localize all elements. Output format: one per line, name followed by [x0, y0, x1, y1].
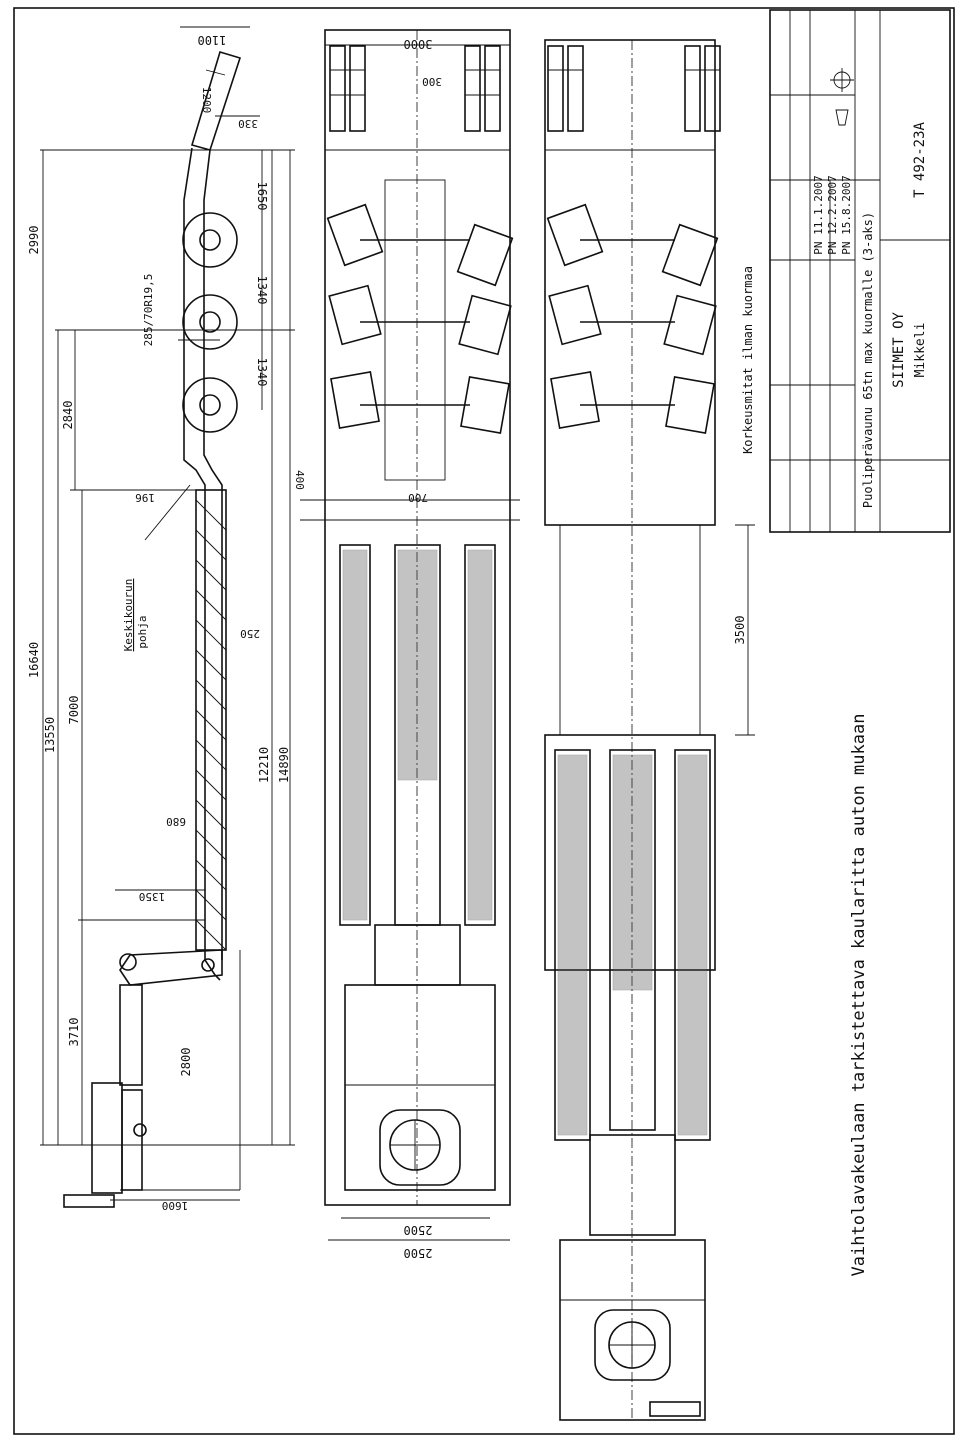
dim-250: 250 [240, 627, 260, 640]
company-city: Mikkeli [913, 323, 928, 378]
tire-size: 285/70R19,5 [142, 274, 155, 347]
title-block [769, 9, 951, 533]
dim-2800: 2800 [179, 1048, 193, 1077]
dim-7000: 7000 [67, 696, 81, 725]
side-view [40, 26, 295, 1208]
date-2: PN 12.2.2007 [826, 175, 839, 254]
dim-13550: 13550 [43, 717, 57, 753]
dim-1340-a: 1340 [255, 276, 269, 305]
dim-3000: 3000 [404, 37, 433, 51]
dim-1650: 1650 [255, 182, 269, 211]
plan-view-1 [300, 29, 520, 1241]
description: Puoliperävaunu 65tn max kuormalle (3-aks… [861, 212, 875, 508]
plan-view-2 [544, 39, 755, 1421]
dim-12210: 12210 [257, 747, 271, 783]
dim-300: 300 [422, 75, 442, 88]
dim-2990: 2990 [27, 226, 41, 255]
dim-3710: 3710 [67, 1018, 81, 1047]
sheet-border [13, 7, 955, 1435]
dim-196: 196 [135, 491, 155, 504]
dim-400: 400 [293, 470, 306, 490]
dim-680: 680 [166, 815, 186, 828]
pohja-label: pohja [136, 615, 149, 648]
keskikourun-label: Keskikourun [122, 579, 135, 652]
company-name: SIIMET OY [891, 312, 907, 388]
date-1: PN 11.1.2007 [812, 175, 825, 254]
dim-1200: 1200 [200, 87, 213, 114]
dim-1340-b: 1340 [255, 358, 269, 387]
dim-16640: 16640 [27, 642, 41, 678]
dim-2500-b: 2500 [404, 1246, 433, 1260]
dim-1350: 1350 [139, 890, 166, 903]
dim-1600: 1600 [162, 1199, 189, 1212]
dim-2500-a: 2500 [404, 1223, 433, 1237]
dim-330: 330 [238, 117, 258, 130]
height-note: Korkeusmitat ilman kuormaa [741, 266, 755, 454]
date-3: PN 15.8.2007 [840, 175, 853, 254]
dim-1100: 1100 [198, 33, 227, 47]
dim-700: 700 [408, 491, 428, 504]
drawing-number: T 492-23A [912, 122, 928, 198]
dim-14890: 14890 [277, 747, 291, 783]
dim-2840: 2840 [61, 401, 75, 430]
dim-3500: 3500 [733, 616, 747, 645]
main-note: Vaihtolavakeulaan tarkistettava kaularit… [849, 714, 869, 1277]
